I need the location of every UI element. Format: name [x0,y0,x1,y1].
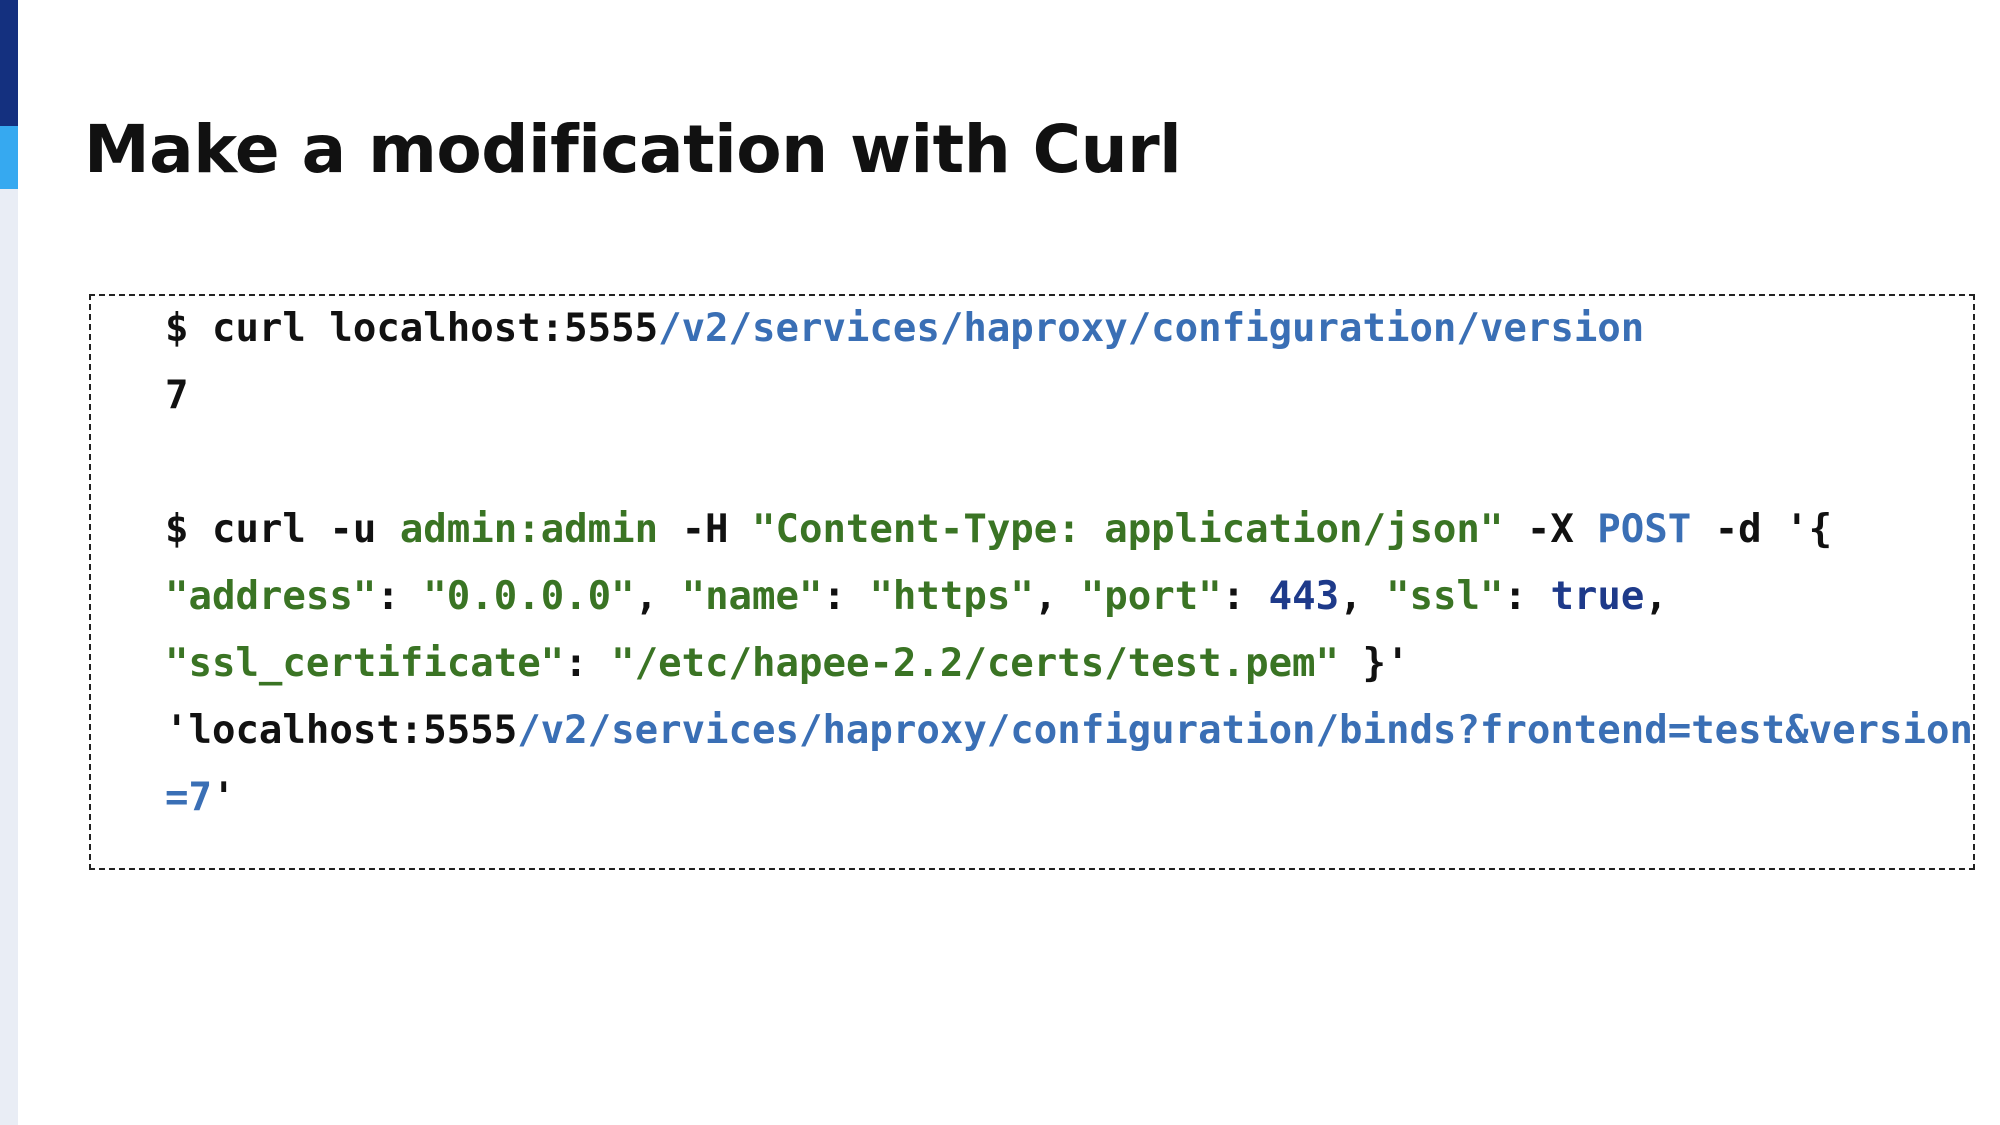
code-output: 7 [165,373,189,418]
json-key: "ssl_certificate" [165,641,565,686]
json-string: "https" [869,574,1034,619]
code-line-6: "ssl_certificate": "/etc/hapee-2.2/certs… [165,631,1409,697]
json-colon: : [564,641,612,686]
code-line-8: =7' [165,765,235,831]
code-host: 'localhost:5555 [165,708,518,753]
json-comma: , [634,574,682,619]
code-line-5: "address": "0.0.0.0", "name": "https", "… [165,564,1668,630]
json-comma: , [1033,574,1081,619]
json-colon: : [1221,574,1269,619]
slide-title: Make a modification with Curl [84,111,1182,188]
code-line-2: 7 [165,363,188,429]
code-header-string: "Content-Type: application/json" [752,507,1504,552]
code-method: POST [1597,507,1692,552]
code-flag: -X [1503,507,1598,552]
code-url-path: =7 [165,775,212,820]
code-flag: -d '{ [1691,507,1833,552]
json-number: 443 [1268,574,1340,619]
code-line-4: $ curl -u admin:admin -H "Content-Type: … [165,497,1832,563]
code-line-1: $ curl localhost:5555/v2/services/haprox… [165,296,1644,362]
code-credentials: admin:admin [399,507,659,552]
json-key: "name" [681,574,823,619]
code-block: $ curl localhost:5555/v2/services/haprox… [89,294,1975,870]
code-flag: -H [658,507,753,552]
json-colon: : [822,574,870,619]
json-boolean: true [1550,574,1645,619]
json-string: "/etc/hapee-2.2/certs/test.pem" [611,641,1340,686]
code-prompt: $ curl -u [165,507,400,552]
json-key: "address" [165,574,377,619]
json-close: }' [1339,641,1410,686]
code-quote-close: ' [211,775,236,820]
code-prompt: $ curl localhost:5555 [165,306,659,351]
json-comma: , [1339,574,1387,619]
json-colon: : [1503,574,1551,619]
side-accent-dark [0,0,18,126]
json-string: "0.0.0.0" [423,574,635,619]
json-key: "port" [1080,574,1222,619]
side-accent-bar [0,0,18,1125]
code-url-path: /v2/services/haproxy/configuration/versi… [658,306,1645,351]
json-comma: , [1644,574,1668,619]
json-colon: : [376,574,424,619]
json-key: "ssl" [1386,574,1504,619]
code-url-path: /v2/services/haproxy/configuration/binds… [517,708,1973,753]
side-accent-light [0,126,18,189]
code-line-7: 'localhost:5555/v2/services/haproxy/conf… [165,698,1973,764]
